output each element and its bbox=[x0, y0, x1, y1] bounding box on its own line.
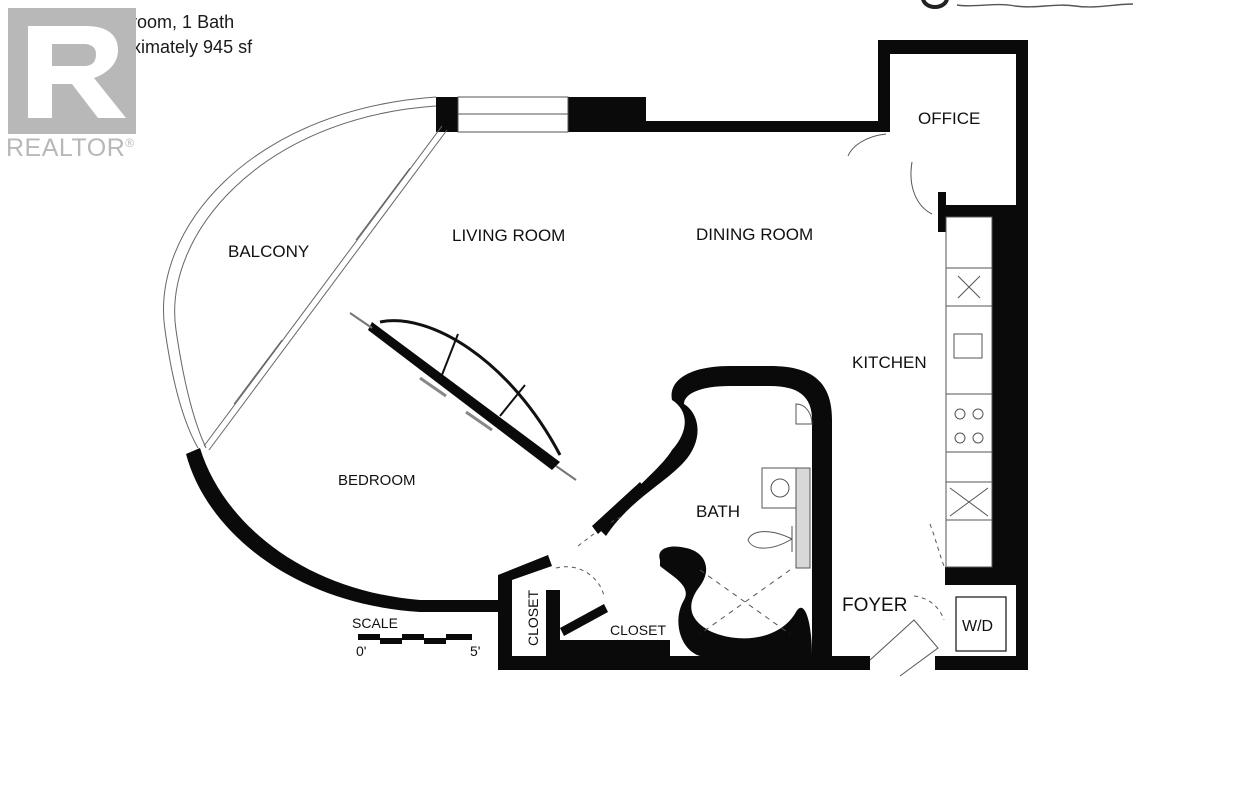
closet-vertical-label: CLOSET bbox=[525, 590, 541, 646]
kitchen-sink bbox=[953, 333, 983, 359]
bath-label: BATH bbox=[696, 502, 740, 521]
balcony-outline bbox=[163, 96, 448, 451]
partition-rib-1 bbox=[439, 333, 459, 381]
scale-seg-2 bbox=[380, 638, 402, 644]
foyer-door bbox=[869, 619, 939, 677]
bath-left-lobe-wall bbox=[600, 366, 832, 656]
stove-burner-1 bbox=[954, 408, 966, 420]
kitchen-label: KITCHEN bbox=[852, 353, 927, 372]
foyer-door-swing bbox=[913, 595, 945, 621]
top-wall-block bbox=[568, 97, 646, 132]
closet-door-leaf bbox=[560, 604, 608, 636]
bath-tub-corner bbox=[795, 403, 813, 425]
partition-end-2 bbox=[555, 465, 577, 481]
room-labels: OFFICE BALCONY LIVING ROOM DINING ROOM K… bbox=[228, 109, 993, 646]
brand-logo-mark bbox=[921, 0, 949, 9]
bath-sink-basin bbox=[770, 478, 790, 498]
dining-room-label: DINING ROOM bbox=[696, 225, 813, 244]
partition-wall bbox=[368, 322, 560, 470]
office-wall-right bbox=[1016, 40, 1028, 670]
balcony-label: BALCONY bbox=[228, 242, 309, 261]
office-door-2 bbox=[910, 161, 933, 215]
scale-label: SCALE bbox=[352, 615, 398, 631]
bedroom-curved-wall bbox=[186, 448, 498, 612]
curved-partition bbox=[349, 312, 577, 481]
kitchen-back-wall bbox=[992, 205, 1016, 567]
balcony-door-track-2 bbox=[233, 339, 283, 405]
door-leaves bbox=[560, 192, 946, 636]
scale-bar: SCALE 0' 5' bbox=[352, 615, 480, 659]
office-wall-left bbox=[878, 40, 890, 132]
stove-burner-2 bbox=[972, 408, 984, 420]
bath-walls bbox=[600, 366, 832, 656]
partition-arc bbox=[379, 319, 562, 456]
scale-end: 5' bbox=[470, 643, 480, 659]
partition-end-1 bbox=[349, 312, 373, 329]
scale-seg-5 bbox=[446, 634, 472, 640]
closet-divider bbox=[546, 590, 560, 656]
balcony-door-track-1 bbox=[355, 167, 411, 241]
bath-fixtures bbox=[699, 403, 813, 635]
stove-burner-4 bbox=[972, 432, 984, 444]
bedroom-label: BEDROOM bbox=[338, 472, 416, 489]
doors bbox=[555, 133, 945, 677]
bottom-wall-right bbox=[935, 656, 1028, 670]
washer-dryer-box bbox=[955, 596, 1007, 652]
bath-shower-diag-2 bbox=[699, 569, 791, 635]
realtor-logo-r-glyph bbox=[28, 26, 126, 118]
washer-dryer bbox=[955, 596, 1007, 652]
foyer-label: FOYER bbox=[842, 595, 907, 616]
bath-toilet bbox=[747, 526, 793, 552]
office-label: OFFICE bbox=[918, 109, 980, 128]
living-room-label: LIVING ROOM bbox=[452, 226, 565, 245]
top-wall-left-stub bbox=[436, 97, 458, 132]
scale-seg-1 bbox=[358, 634, 380, 640]
kitchen-counters bbox=[945, 216, 993, 568]
fridge-x bbox=[949, 487, 989, 517]
bath-door-swing bbox=[577, 515, 625, 547]
balcony-inner-arc bbox=[174, 105, 437, 449]
bath-inner-blob bbox=[659, 546, 812, 656]
partition-ghost-1 bbox=[419, 376, 447, 398]
scale-seg-3 bbox=[402, 634, 424, 640]
stove-burner-3 bbox=[954, 432, 966, 444]
realtor-logo bbox=[8, 8, 136, 134]
brand-logo-cropped bbox=[921, 0, 1134, 9]
wd-label: W/D bbox=[962, 618, 993, 635]
top-window bbox=[457, 96, 569, 133]
closet-label: CLOSET bbox=[610, 622, 666, 638]
closet-shelf bbox=[560, 640, 670, 656]
balcony-outer-arc bbox=[163, 96, 437, 449]
balcony-sliding-door bbox=[203, 125, 443, 447]
partition-ghost-2 bbox=[465, 410, 493, 432]
bath-sink bbox=[761, 467, 799, 509]
exterior-walls bbox=[436, 40, 1028, 670]
top-wall-strip bbox=[646, 121, 886, 132]
bath-door-leaf bbox=[592, 482, 646, 534]
dishwasher-x bbox=[957, 275, 981, 299]
kitchen-counter bbox=[945, 216, 993, 568]
kitchen-door-swing bbox=[929, 523, 945, 567]
office-door-1 bbox=[847, 133, 887, 157]
office-wall-top bbox=[878, 40, 1028, 54]
realtor-wordmark: REALTOR® bbox=[6, 134, 135, 163]
bottom-wall bbox=[498, 656, 870, 670]
closet-door-swing bbox=[555, 566, 605, 597]
bath-shower-diag-1 bbox=[699, 569, 791, 635]
scale-start: 0' bbox=[356, 643, 366, 659]
balcony-sliding-door-2 bbox=[208, 129, 448, 451]
office-wall-stub bbox=[938, 192, 946, 232]
brand-logo-script bbox=[956, 3, 1134, 8]
registered-mark: ® bbox=[125, 136, 135, 150]
scale-seg-4 bbox=[424, 638, 446, 644]
bath-counter-hatch bbox=[795, 467, 811, 569]
closet-left-wall bbox=[498, 555, 552, 656]
laundry-wall-top bbox=[945, 567, 1028, 585]
partition-rib-2 bbox=[499, 384, 526, 417]
realtor-word: REALTOR bbox=[6, 134, 126, 162]
